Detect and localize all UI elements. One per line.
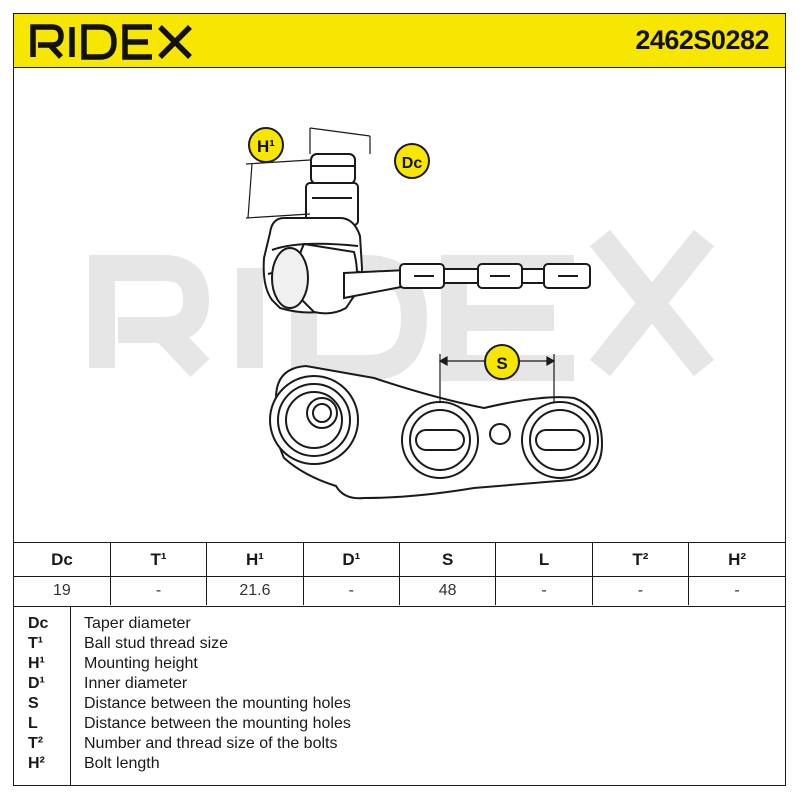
legend-desc: Ball stud thread size — [84, 635, 229, 652]
col-header: H¹ — [206, 542, 304, 577]
cell-value: - — [495, 576, 593, 605]
s-callout — [484, 344, 520, 380]
stud-top — [310, 153, 356, 185]
s-dimension — [438, 354, 556, 402]
legend-key: H¹ — [28, 655, 45, 672]
legend-key: Dc — [28, 615, 49, 632]
ball-joint-drawing: H¹ Dc — [89, 127, 715, 500]
product-sheet: 2462S0282 — [13, 13, 786, 786]
cell-value: - — [591, 576, 689, 605]
h1-dimension — [245, 127, 371, 219]
cell-value: - — [109, 576, 207, 605]
col-header: S — [398, 542, 496, 577]
legend-desc: Distance between the mounting holes — [84, 715, 351, 732]
ridex-logo — [30, 24, 192, 60]
legend-key: S — [28, 695, 39, 712]
cell-value: 48 — [398, 576, 496, 605]
side-view — [262, 153, 591, 315]
ball-stud-top — [306, 397, 338, 429]
legend-key: T¹ — [28, 635, 44, 652]
legend-desc: Inner diameter — [84, 675, 188, 692]
watermark-logo — [89, 229, 715, 381]
legend-desc: Number and thread size of the bolts — [84, 735, 338, 752]
legend-item: T² Number and thread size of the bolts — [14, 735, 785, 755]
part-number: 2462S0282 — [635, 25, 769, 55]
legend-item: Dc Taper diameter — [14, 615, 785, 635]
legend-item: H¹ Mounting height — [14, 655, 785, 675]
col-header: L — [495, 542, 593, 577]
spec-value-row: 19 - 21.6 - 48 - - - — [14, 576, 785, 605]
col-header: T¹ — [109, 542, 207, 577]
legend-key: L — [28, 715, 38, 732]
legend-desc: Distance between the mounting holes — [84, 695, 351, 712]
spec-header-row: Dc T¹ H¹ D¹ S L T² H² — [14, 542, 785, 577]
legend-item: T¹ Ball stud thread size — [14, 635, 785, 655]
legend-desc: Taper diameter — [84, 615, 191, 632]
legend-key: D¹ — [28, 675, 45, 692]
dc-callout-label: Dc — [402, 155, 423, 172]
h1-callout-label: H¹ — [257, 137, 275, 156]
cell-value: 19 — [14, 576, 111, 605]
s-callout-label: S — [496, 354, 507, 373]
legend-divider — [70, 607, 71, 785]
legend-desc: Bolt length — [84, 755, 160, 772]
col-header: Dc — [14, 542, 111, 577]
spec-table: Dc T¹ H¹ D¹ S L T² H² 19 - 21.6 - 48 - -… — [14, 542, 785, 605]
cell-value: - — [688, 576, 785, 605]
h1-callout — [248, 127, 284, 163]
cell-value: 21.6 — [206, 576, 304, 605]
top-view — [269, 364, 604, 500]
col-header: T² — [591, 542, 689, 577]
legend-item: L Distance between the mounting holes — [14, 715, 785, 735]
cell-value: - — [302, 576, 400, 605]
legend: Dc Taper diameter T¹ Ball stud thread si… — [14, 606, 785, 785]
col-header: H² — [688, 542, 785, 577]
header-bar: 2462S0282 — [14, 14, 785, 68]
legend-key: H² — [28, 755, 45, 772]
legend-item: D¹ Inner diameter — [14, 675, 785, 695]
legend-item: S Distance between the mounting holes — [14, 695, 785, 715]
legend-item: H² Bolt length — [14, 755, 785, 775]
technical-drawing: H¹ Dc — [14, 68, 785, 542]
dc-callout — [394, 143, 430, 179]
legend-key: T² — [28, 735, 44, 752]
col-header: D¹ — [302, 542, 400, 577]
legend-desc: Mounting height — [84, 655, 198, 672]
